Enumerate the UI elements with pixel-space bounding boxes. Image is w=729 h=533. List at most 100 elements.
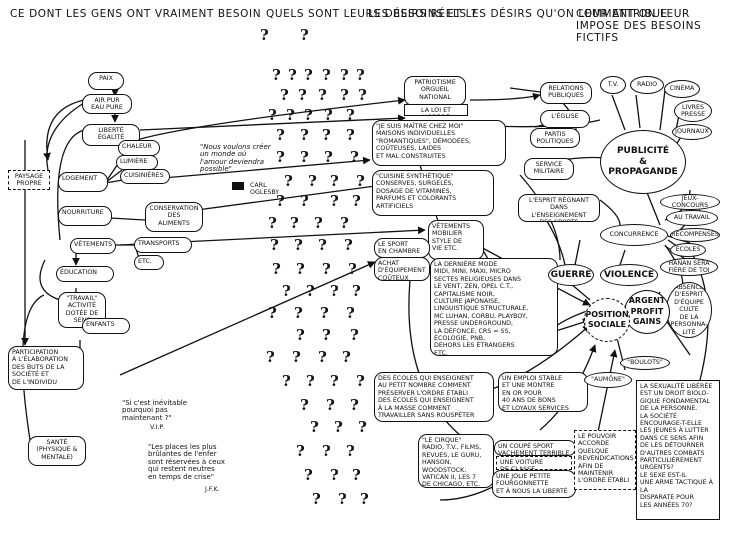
question-mark: ? [324,106,333,124]
question-mark: ? [314,214,323,232]
question-mark: ? [350,326,359,344]
question-mark: ? [268,304,277,322]
question-mark: ? [284,172,293,190]
question-mark: ? [266,348,275,366]
question-mark: ? [276,192,285,210]
question-mark: ? [270,236,279,254]
question-mark: ? [286,106,295,124]
question-mark: ? [282,282,291,300]
question-mark: ? [312,490,321,508]
node-vetements: VÊTEMENTS [70,238,116,254]
quote-oglesby-author: CARL OGLESBY [250,182,280,197]
question-mark: ? [320,304,329,322]
question-mark: ? [298,86,307,104]
question-mark: ? [294,304,303,322]
question-mark: ? [300,148,309,166]
node-ecoles: DES ÉCOLES QUI ENSEIGNENT AU PETIT NOMBR… [374,372,494,422]
question-mark: ? [344,236,353,254]
node-partis: PARTIS POLITIQUES [530,128,580,148]
node-radio: RADIO [630,76,664,94]
question-mark: ? [334,418,343,436]
node-patriotisme: PATRIOTISME ORGUEIL NATIONAL [404,76,466,106]
node-hanan: HANAN SERA FIÈRE DE TOI [660,258,718,276]
quote-enfer-author: J.F.K. [205,486,220,493]
question-mark: ? [350,396,359,414]
node-jeux: JEUX-CONCOURS [660,194,720,210]
node-publicite: PUBLICITÉ & PROPAGANDE [600,130,686,194]
node-cuisine: "CUISINE SYNTHÉTIQUE" CONSERVES, SURGELÉ… [372,170,494,216]
question-mark: ? [352,466,361,484]
question-mark: ? [318,348,327,366]
node-maison: "JE SUIS MAÎTRE CHEZ MOI" MAISONS INDIVI… [372,120,506,166]
question-mark: ? [330,282,339,300]
quote-oglesby: "Nous voulons créer un monde où l'amour … [200,143,271,174]
question-mark: ? [340,66,349,84]
flag-icon [232,182,244,190]
question-mark: ? [296,326,305,344]
node-etc: ETC. [134,255,164,270]
question-mark: ? [348,260,357,278]
node-lumiere: LUMIÈRE [116,155,158,170]
quote-enfer: "Les places les plus brûlantes de l'enfe… [148,443,226,481]
question-mark: ? [340,214,349,232]
question-mark: ? [300,396,309,414]
question-mark: ? [296,442,305,460]
node-loi-ordre: LA LOI ET L'ORDRE [404,104,468,116]
question-mark: ? [318,236,327,254]
question-mark: ? [356,172,365,190]
node-nourriture: NOURRITURE [58,206,112,226]
header-imposed-needs: COMMENT ON LEUR IMPOSE DES BESOINS FICTI… [576,8,702,44]
node-cuisinieres: CUISINIÈRES [120,169,170,184]
question-mark: ? [322,442,331,460]
node-paix: PAIX [88,72,124,90]
question-marks: ????????????????????????????????????????… [260,26,369,508]
node-cinema: CINÉMA [664,80,700,98]
header-attributed-needs: LES BESOINS ET LES DÉSIRS QU'ON LEUR ATT… [368,8,668,20]
node-cirque: "LE CIRQUE" RADIO, T.V., FILMS, REVUES, … [418,434,494,488]
node-position-sociale: POSITION SOCIALE [584,298,630,342]
header-real-needs: CE DONT LES GENS ONT VRAIMENT BESOIN [10,8,262,20]
question-mark: ? [294,236,303,254]
node-eglise: L'ÉGLISE [540,110,590,128]
node-enfants: ENFANTS [82,318,130,334]
question-mark: ? [290,214,299,232]
question-mark: ? [300,126,309,144]
node-vetements-mobilier: VÊTEMENTS MOBILIER STYLE DE VIE ETC. [428,220,484,260]
question-mark: ? [280,86,289,104]
question-mark: ? [352,282,361,300]
node-relations: RELATIONS PUBLIQUES [540,82,592,104]
question-mark: ? [292,348,301,366]
quote-inevitable: "Si c'est inévitable pourquoi pas mainte… [122,399,188,422]
node-violence: VIOLENCE [600,264,658,286]
question-mark: ? [322,260,331,278]
question-mark: ? [306,372,315,390]
question-mark: ? [352,192,361,210]
node-aumone: "AUMÔNE" [584,372,632,388]
header-real-desires: QUELS SONT LEURS DÉSIRS RÉELS ? [266,8,477,20]
question-mark: ? [346,442,355,460]
question-mark: ? [300,26,309,44]
node-sexualite: LA SEXUALITÉ LIBÉRÉE EST UN DROIT BIOLO-… [636,380,720,520]
question-mark: ? [330,172,339,190]
question-mark: ? [260,26,269,44]
question-mark: ? [296,260,305,278]
question-mark: ? [356,372,365,390]
node-ecoles-small: ÉCOLES [670,243,706,257]
question-mark: ? [330,192,339,210]
question-mark: ? [338,490,347,508]
question-mark: ? [304,66,313,84]
node-chaleur: CHALEUR [118,140,160,156]
node-esprit: L'ESPRIT RÉGNANT DANS L'ENSEIGNEMENT DES… [518,194,600,222]
question-mark: ? [330,466,339,484]
question-mark: ? [322,66,331,84]
node-recompenses: RÉCOMPENSES [670,228,720,242]
question-mark: ? [268,106,277,124]
question-mark: ? [282,372,291,390]
node-coupe-sport: UN COUPÉ SPORT VACHEMENT TERRIBLE [494,440,576,456]
quote-inevitable-author: V.I.P. [150,424,165,431]
question-mark: ? [308,172,317,190]
node-voiture: UNE VOITURE DE CLASSE [496,456,572,470]
question-mark: ? [272,260,281,278]
node-participation: PARTICIPATION À L'ÉLABORATION DES BUTS D… [8,346,84,390]
question-mark: ? [310,418,319,436]
